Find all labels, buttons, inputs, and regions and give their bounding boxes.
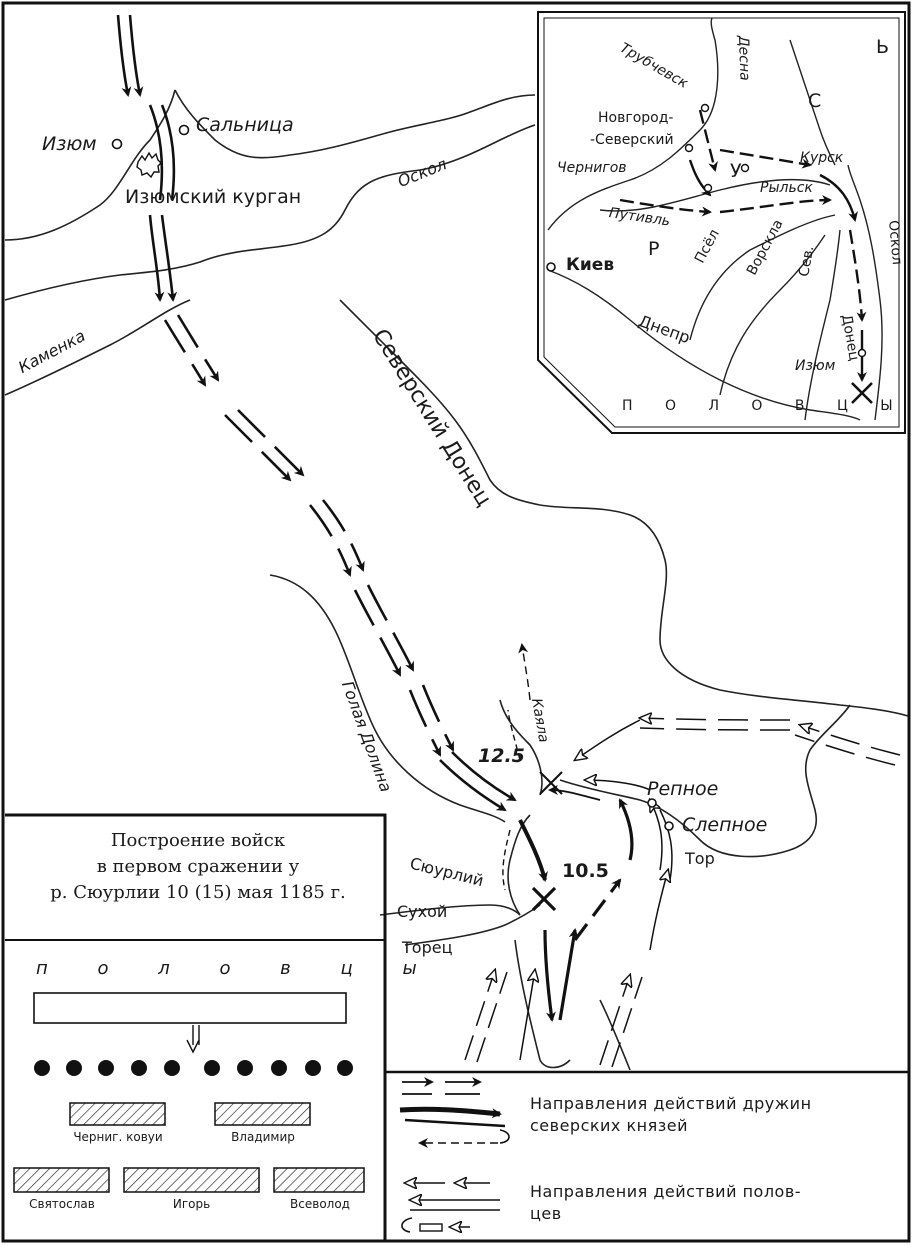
unit-vsevolod-block (273, 1167, 365, 1193)
legend-polovtsy-label: п о л о в ц ы (36, 958, 439, 979)
unit-chernig-kovui: Черниг. ковуи (73, 1130, 163, 1144)
inset-label-izyum: Изюм (795, 358, 836, 374)
key-polovtsy-line-2: цев (530, 1204, 562, 1223)
unit-chernig-kovui-block (69, 1102, 166, 1126)
kurgan-symbol (136, 151, 162, 179)
label-date-first-battle: 10.5 (562, 860, 609, 882)
legend-title-line-1: Построение войск (110, 830, 286, 851)
inset-map (537, 11, 906, 434)
inset-label-novgorod-seversky-1: Новгород- (598, 110, 674, 126)
march-route (116, 14, 517, 812)
inset-label-rylsk: Рыльск (760, 180, 813, 196)
izyum-area (111, 124, 190, 179)
key-box (385, 1070, 909, 1232)
inset-label-polovtsy: П О Л О В Ц Ы (622, 398, 907, 414)
inset-label-desna: Десна (735, 35, 753, 81)
battle-markers (531, 771, 563, 912)
down-arrow-symbol (186, 1025, 200, 1054)
inset-label-kursk: Курск (800, 150, 844, 166)
kovui-row (34, 1060, 353, 1076)
legend-title: Построение войск в первом сражении у р. … (14, 828, 382, 906)
label-repnoe: Репное (647, 778, 719, 800)
label-river-tor: Тор (685, 849, 715, 868)
key-polovtsy-line-1: Направления действий полов- (530, 1182, 802, 1201)
inset-label-chernigov: Чернигов (557, 160, 627, 176)
inset-region-letter-soft: Ь (876, 36, 890, 58)
key-princes-line-2: северских князей (530, 1116, 688, 1135)
legend-title-line-3: р. Сюурлии 10 (15) мая 1185 г. (50, 882, 346, 903)
label-izyum: Изюм (42, 133, 97, 155)
polovtsy-maneuvers (464, 718, 901, 1068)
unit-svyatoslav: Святослав (29, 1197, 95, 1211)
inset-region-letter-u: У (730, 160, 742, 182)
label-salnitsa: Сальница (196, 114, 294, 136)
key-princes-line-1: Направления действий дружин (530, 1094, 812, 1113)
polovtsy-block (33, 992, 347, 1024)
label-izyumsky-kurgan: Изюмский курган (125, 186, 302, 208)
label-river-sukhoi: Сухой (397, 902, 448, 921)
unit-vsevolod: Всеволод (290, 1197, 350, 1211)
battle-maneuvers (502, 643, 634, 1022)
inset-region-letter-r: Р (648, 238, 660, 260)
unit-igor-block (123, 1167, 260, 1193)
label-river-torets: Торец (402, 938, 453, 957)
unit-vladimir-block (214, 1102, 311, 1126)
unit-vladimir: Владимир (231, 1130, 295, 1144)
inset-region-letter-s: С (808, 90, 822, 112)
unit-igor: Игорь (172, 1197, 211, 1211)
legend-title-line-2: в первом сражении у (96, 856, 300, 877)
label-date-second-battle: 12.5 (478, 745, 525, 767)
unit-svyatoslav-block (13, 1167, 110, 1193)
label-slepnoe: Слепное (682, 814, 768, 836)
formation-box (5, 813, 387, 1241)
inset-label-novgorod-seversky-2: -Северский (590, 132, 674, 148)
inset-label-kiev: Киев (566, 255, 615, 275)
